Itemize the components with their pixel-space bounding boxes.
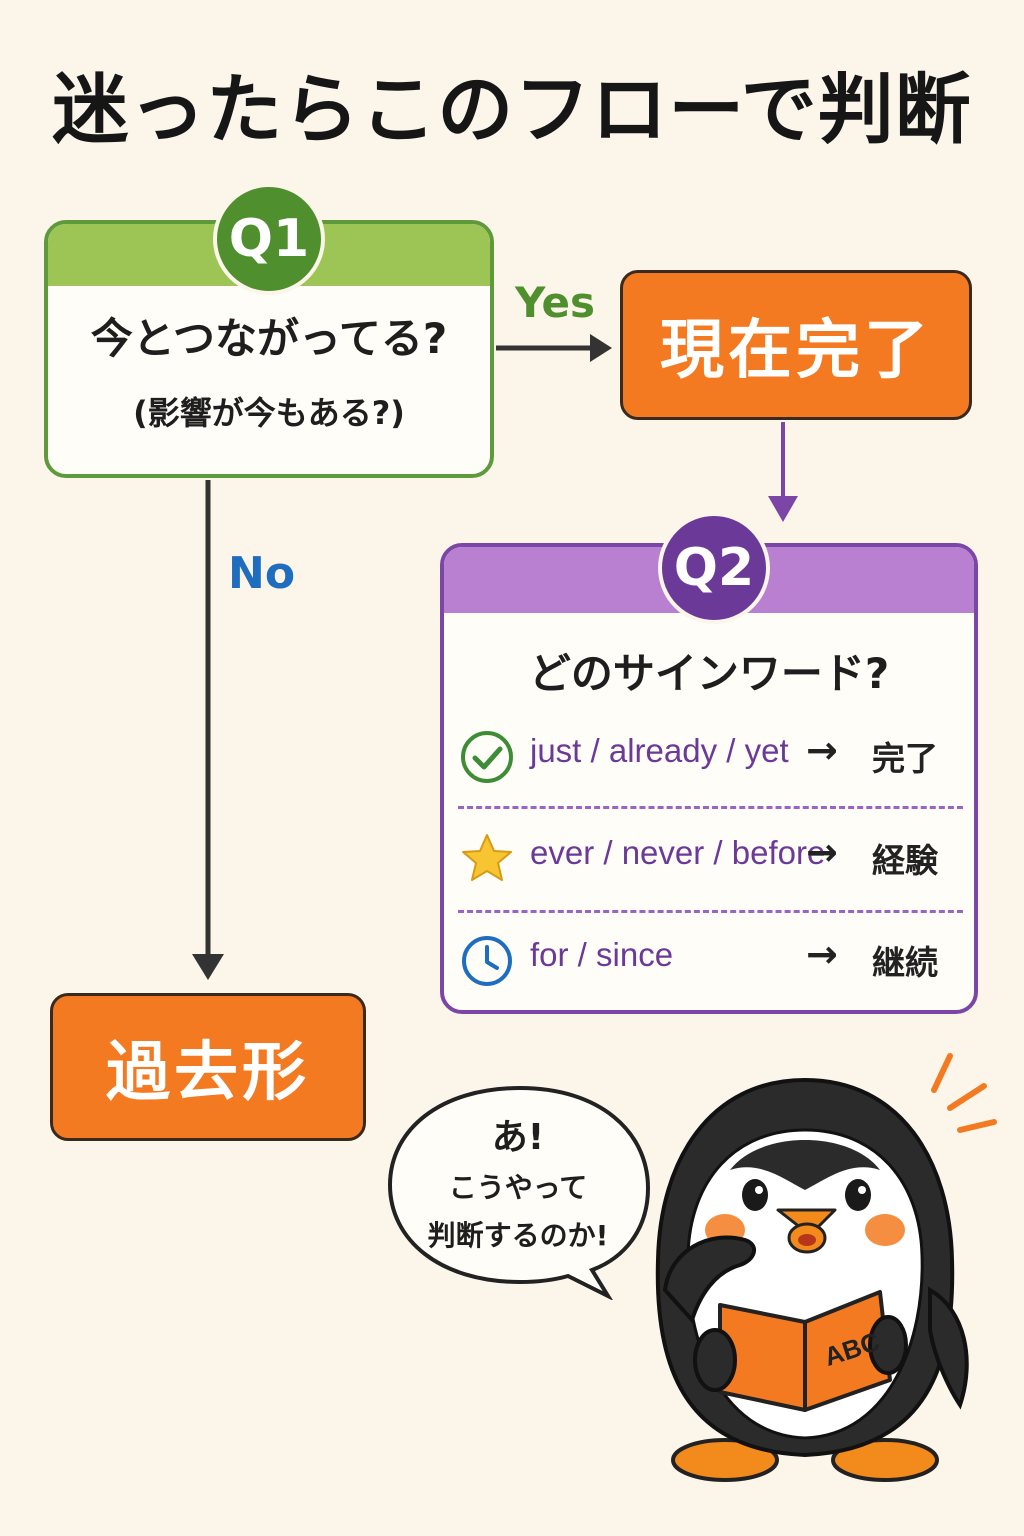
sign-word-row-experience: ever / never / before → 経験 (458, 820, 963, 900)
speech-bubble (387, 1085, 651, 1300)
row-divider (458, 910, 963, 913)
bubble-line-3: 判断するのか! (427, 1219, 609, 1252)
clock-icon (462, 936, 512, 986)
no-label: No (228, 548, 296, 599)
arrow-right-icon: → (806, 932, 838, 976)
sign-result: 経験 (872, 841, 938, 880)
sign-words: for / since (530, 936, 674, 973)
penguin-mascot: ABC (655, 1077, 969, 1482)
bubble-line-1: あ! (491, 1117, 545, 1158)
sign-result: 継続 (872, 943, 938, 982)
present-perfect-box: 現在完了 (620, 270, 972, 420)
question-1-subtext: (影響が今もある?) (133, 394, 405, 432)
surprise-marks-icon (931, 1053, 997, 1133)
question-1-text: 今とつながってる? (90, 314, 448, 363)
question-2-badge: Q2 (658, 512, 770, 624)
check-circle-icon (461, 731, 513, 783)
row-divider (458, 806, 963, 809)
speech-bubble-text: あ! こうやって 判断するのか! (398, 1108, 638, 1254)
arrow-right-icon: → (806, 830, 838, 874)
sign-words: just / already / yet (530, 732, 789, 769)
page-title: 迷ったらこのフローで判断 (52, 65, 972, 154)
question-2-text: どのサインワード? (528, 649, 890, 698)
bubble-line-2: こうやって (448, 1171, 588, 1204)
sign-words: ever / never / before (530, 834, 826, 871)
question-1-badge: Q1 (213, 183, 325, 295)
sign-word-row-continuation: for / since → 継続 (458, 922, 963, 1002)
sign-word-row-completion: just / already / yet → 完了 (458, 718, 963, 798)
arrow-right-icon: → (806, 728, 838, 772)
sign-result: 完了 (872, 739, 938, 778)
star-icon (462, 834, 512, 881)
past-tense-box: 過去形 (50, 993, 366, 1141)
yes-label: Yes (515, 278, 596, 327)
